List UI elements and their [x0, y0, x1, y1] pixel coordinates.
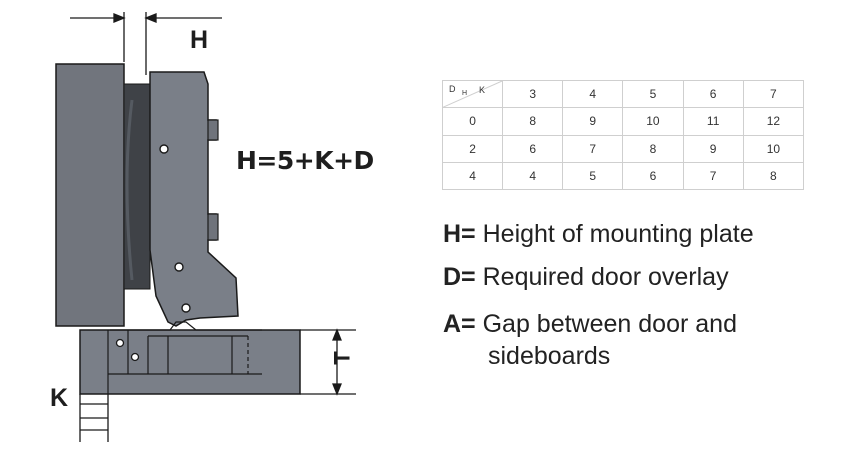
- table-cell: 4: [502, 161, 564, 191]
- table-corner-cell: D H K: [441, 79, 504, 109]
- legend-key: D=: [443, 263, 476, 291]
- table-cell: 6: [502, 134, 564, 163]
- k-label: K: [50, 384, 69, 412]
- table-cell: 8: [502, 107, 564, 136]
- legend-text: Gap between door and: [482, 310, 737, 338]
- door-panel: [55, 63, 125, 327]
- legend-height: H= Height of mounting plate: [443, 220, 754, 249]
- table-row: 0 8 9 10 11 12: [441, 107, 805, 136]
- h-label: H: [190, 26, 209, 54]
- table-cell: 10: [622, 107, 684, 136]
- t-dimension: [300, 328, 356, 396]
- table-cell: 9: [682, 134, 744, 163]
- table-row: 4 4 5 6 7 8: [441, 161, 805, 191]
- column-header: 5: [622, 79, 684, 109]
- legend-key: A=: [443, 310, 476, 338]
- legend-gap-continued: sideboards: [488, 342, 610, 371]
- table-cell: 6: [622, 161, 684, 191]
- t-label: T: [329, 351, 355, 365]
- table-row: 2 6 7 8 9 10: [441, 134, 805, 163]
- table-cell: 12: [742, 107, 805, 136]
- row-header: 0: [441, 107, 504, 136]
- row-header: 4: [441, 161, 504, 191]
- hinge-arm: [149, 71, 239, 327]
- legend-gap: A= Gap between door and: [443, 310, 737, 339]
- table-cell: 10: [742, 134, 805, 163]
- corner-d-label: D: [449, 84, 456, 94]
- table-cell: 8: [622, 134, 684, 163]
- legend-key: H=: [443, 220, 476, 248]
- legend-overlay: D= Required door overlay: [443, 263, 729, 292]
- screw-holes: [159, 144, 191, 313]
- table-header-row: D H K 3 4 5 6 7: [441, 79, 805, 109]
- table-cell: 8: [742, 161, 805, 191]
- column-header: 3: [502, 79, 564, 109]
- column-header: 6: [682, 79, 744, 109]
- h-dimension: [70, 12, 222, 75]
- legend-text: Height of mounting plate: [482, 220, 754, 248]
- table-cell: 7: [682, 161, 744, 191]
- table-cell: 9: [562, 107, 624, 136]
- dimension-table: D H K 3 4 5 6 7 0 8 9 10 11 12 2 6 7 8 9…: [441, 79, 805, 191]
- hinge-diagram: [55, 12, 356, 442]
- formula-text: H=5+K+D: [236, 146, 374, 175]
- table-cell: 7: [562, 134, 624, 163]
- table-cell: 5: [562, 161, 624, 191]
- column-header: 4: [562, 79, 624, 109]
- table-cell: 11: [682, 107, 744, 136]
- legend-text: sideboards: [488, 342, 611, 370]
- legend-text: Required door overlay: [482, 263, 729, 291]
- k-dimension: [79, 394, 109, 442]
- corner-k-label: K: [479, 85, 486, 95]
- column-header: 7: [742, 79, 805, 109]
- row-header: 2: [441, 134, 504, 163]
- mounting-plate: [79, 329, 301, 395]
- corner-h-label: H: [462, 90, 468, 97]
